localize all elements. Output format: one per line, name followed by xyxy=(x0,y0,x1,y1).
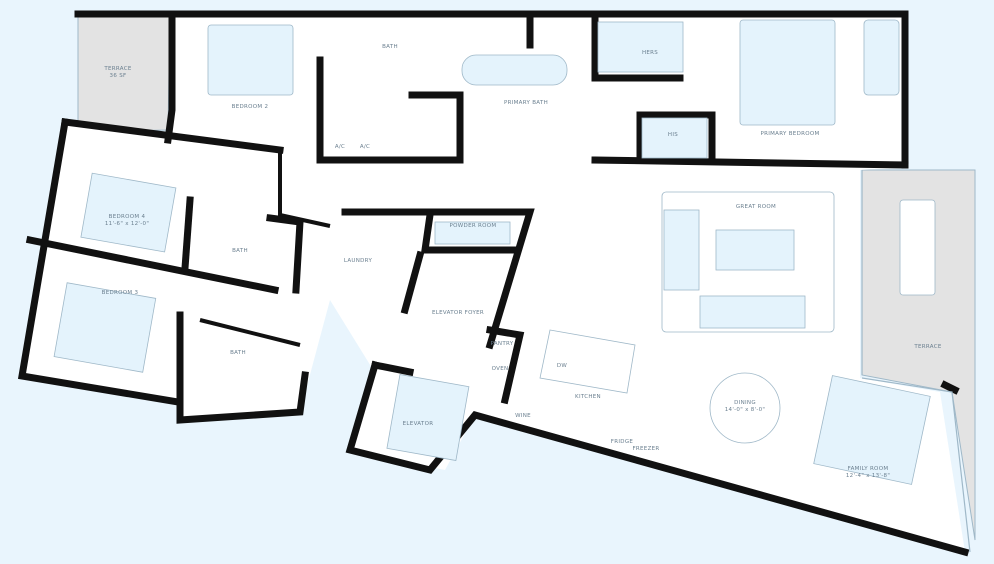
bedroom2-label: BEDROOM 2 xyxy=(232,104,269,110)
bath-low-label: BATH xyxy=(230,350,246,356)
primary-bedroom-label: PRIMARY BEDROOM xyxy=(760,131,819,137)
terrace-large-label: TERRACE xyxy=(913,344,942,350)
great-room-label: GREAT ROOM xyxy=(736,204,776,210)
room-labels: TERRACE 36 SF BEDROOM 2 BATH A/C A/C PRI… xyxy=(102,44,942,479)
kitchen-label: KITCHEN xyxy=(575,394,601,400)
his-label: HIS xyxy=(668,132,678,138)
elevator-foyer-label: ELEVATOR FOYER xyxy=(432,310,484,316)
ac2-label: A/C xyxy=(360,144,370,150)
bath-mid-label: BATH xyxy=(232,248,248,254)
dining-label: DINING xyxy=(734,400,756,406)
laundry-label: LAUNDRY xyxy=(344,258,373,264)
elevator-label: ELEVATOR xyxy=(403,421,434,427)
bedroom4-label: BEDROOM 4 xyxy=(109,214,146,220)
pantry-label: PANTRY xyxy=(491,341,514,347)
furniture xyxy=(53,19,936,485)
wine-label: WINE xyxy=(515,413,531,419)
primary-bath-label: PRIMARY BATH xyxy=(504,100,548,106)
powder-room-label: POWDER ROOM xyxy=(450,223,497,229)
fridge-label: FRIDGE xyxy=(611,439,634,445)
terrace-small-size: 36 SF xyxy=(110,73,127,79)
walls xyxy=(17,10,971,557)
family-room-label: FAMILY ROOM xyxy=(848,466,889,472)
bedroom3-label: BEDROOM 3 xyxy=(102,290,139,296)
family-room-size: 12'-4" x 13'-8" xyxy=(846,473,890,479)
hers-label: HERS xyxy=(642,50,658,56)
terrace-small-label: TERRACE xyxy=(103,66,132,72)
freezer-label: FREEZER xyxy=(632,446,659,452)
bath-top-label: BATH xyxy=(382,44,398,50)
dining-size: 14'-0" x 8'-0" xyxy=(725,407,766,413)
bedroom4-size: 11'-6" x 12'-0" xyxy=(105,221,149,227)
oven-label: OVEN xyxy=(492,366,509,372)
ac1-label: A/C xyxy=(335,144,345,150)
dw-label: DW xyxy=(557,363,568,369)
